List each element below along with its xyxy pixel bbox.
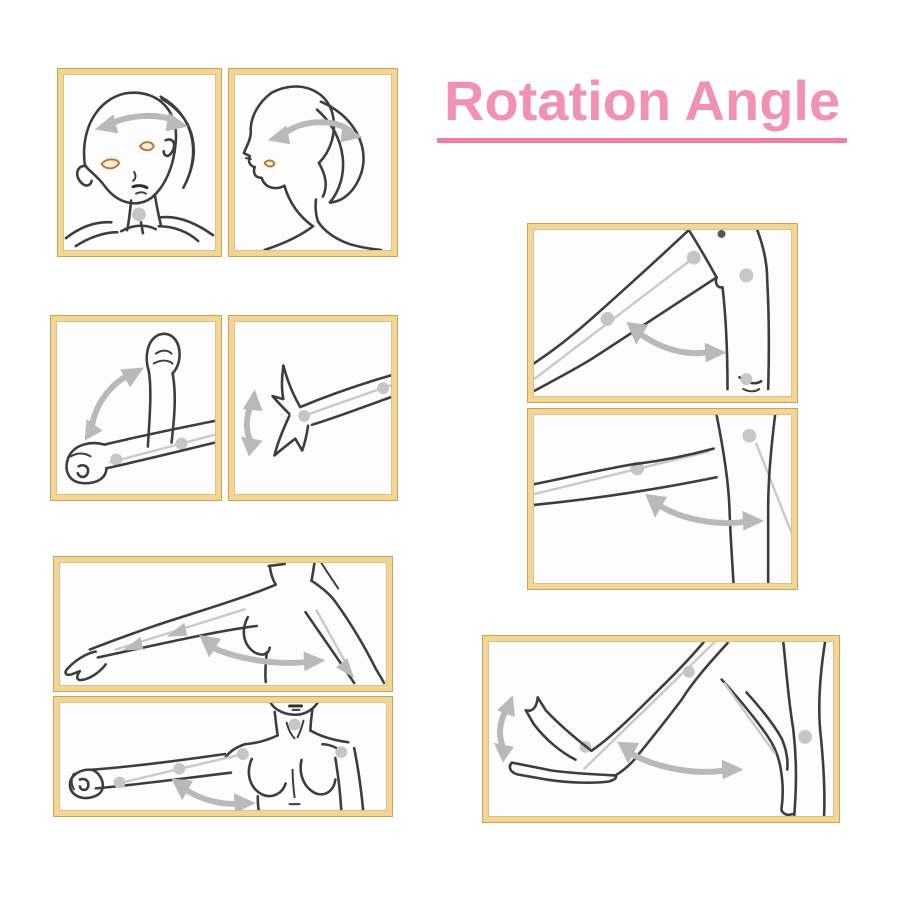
shoulder-joint-dot-right: [335, 746, 348, 758]
arm-direction-arrowhead: [336, 658, 355, 679]
leg-figure: [534, 230, 771, 393]
shoulder-rotation-arrow-icon: [199, 634, 326, 672]
panel-head-front: [57, 68, 222, 257]
knee-joint-dot-right: [798, 729, 813, 744]
panel-forearm-raise-inner: [56, 321, 216, 495]
ankle-foot-drawing: [493, 642, 827, 816]
panel-ankle-foot-inner: [488, 641, 834, 817]
torso-arm-figure: [68, 703, 365, 810]
leg-figure: [534, 415, 791, 583]
elbow-joint-dot: [175, 437, 188, 450]
knee-joint-dot: [740, 373, 753, 386]
head-turn-arrow-icon: [267, 119, 363, 145]
panel-hip-raise-inner: [533, 414, 792, 584]
elbow-joint-dot: [173, 762, 186, 775]
hip-rotation-arrow-icon: [645, 494, 765, 531]
elbow-rotation-arrow-icon: [84, 367, 144, 441]
hip-joint-dot-right: [739, 268, 754, 283]
hip-joint-dot: [742, 428, 757, 443]
head-side-drawing: [242, 85, 383, 250]
arm-direction-chevron: [166, 623, 188, 637]
panel-knee-bend-inner: [533, 229, 792, 397]
panel-wrist-flex-inner: [234, 321, 392, 495]
panel-arm-swing-front: [53, 696, 393, 817]
throat-joint-dot: [132, 207, 146, 222]
panel-arm-swing-back-inner: [59, 562, 387, 686]
knee-joint-dot: [682, 665, 695, 678]
panel-head-side-inner: [234, 74, 392, 251]
wrist-joint-dot: [113, 776, 126, 789]
hip-joint-dot: [686, 250, 701, 265]
wrist-joint-dot: [110, 453, 123, 466]
arm-swing-front-drawing: [68, 703, 365, 810]
eye-right: [138, 141, 155, 152]
arm-swing-back-drawing: [64, 563, 386, 685]
panel-arm-swing-front-inner: [59, 702, 387, 811]
leg-foot-figure: [508, 642, 827, 816]
panel-knee-bend: [527, 223, 798, 403]
head-turn-arrow-icon: [94, 112, 189, 134]
wrist-figure: [271, 364, 391, 457]
elbow-joint-dot: [377, 382, 390, 395]
throat-joint-dot: [288, 718, 301, 731]
forearm-figure: [65, 332, 215, 485]
shoulder-rotation-arrow-icon: [171, 778, 256, 810]
eye-profile: [263, 159, 276, 168]
head-front-drawing: [64, 91, 215, 248]
eye-left: [100, 158, 121, 170]
wrist-joint-dot: [298, 409, 311, 422]
knee-rotation-arrow-icon: [626, 321, 727, 363]
panel-arm-swing-back: [53, 556, 393, 692]
ankle-rotation-arrow-icon: [493, 695, 515, 763]
panel-forearm-raise: [50, 315, 222, 501]
thigh-joint-dot: [600, 312, 615, 326]
panel-ankle-foot: [482, 635, 840, 823]
head-side-figure: [242, 85, 383, 250]
head-front-figure: [64, 91, 215, 248]
wrist-rotation-arrow-icon: [240, 389, 263, 457]
page-title: Rotation Angle: [437, 71, 848, 143]
hip-raise-drawing: [534, 415, 791, 583]
panel-wrist-flex: [228, 315, 398, 501]
panel-head-front-inner: [63, 74, 216, 251]
forearm-raise-drawing: [65, 332, 215, 485]
panel-hip-raise: [527, 408, 798, 590]
torso-arm-figure: [64, 563, 386, 685]
wrist-flex-drawing: [240, 364, 391, 457]
arm-direction-chevron: [122, 636, 144, 651]
shoulder-joint-dot: [236, 748, 249, 760]
navel-dot: [717, 230, 726, 238]
knee-bend-drawing: [534, 230, 771, 393]
knee-rotation-arrow-icon: [617, 741, 744, 780]
panel-head-side: [228, 68, 398, 257]
